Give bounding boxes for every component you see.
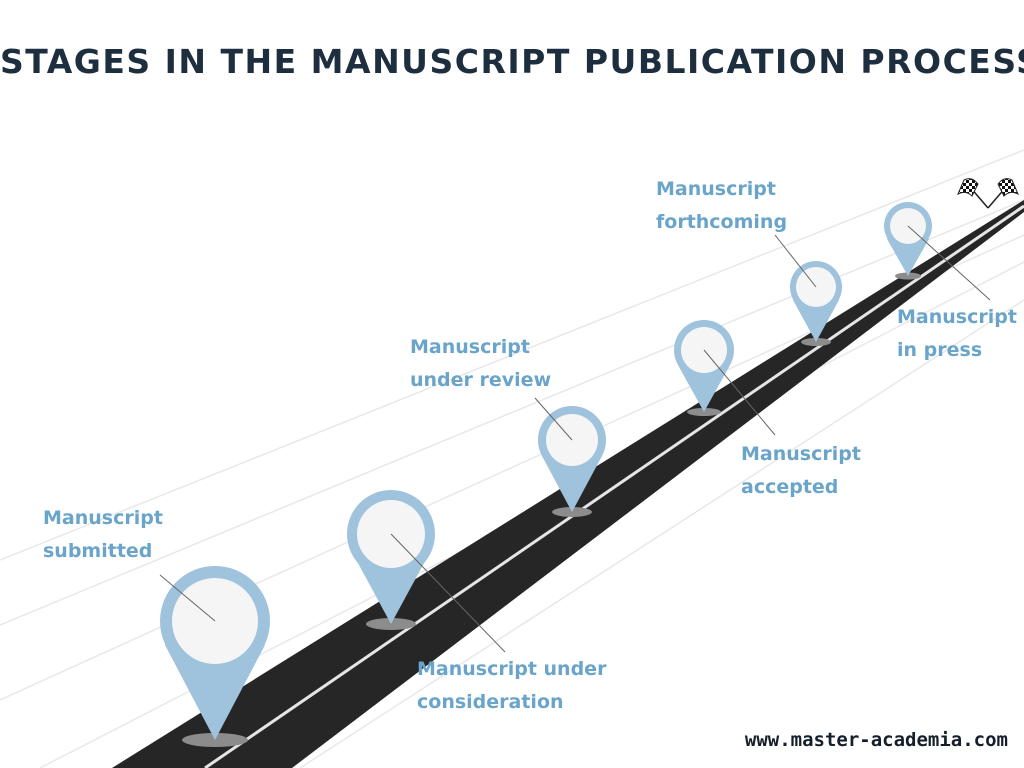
stage-label-line: Manuscript <box>741 443 861 465</box>
checkered-flags-icon <box>957 178 1019 209</box>
stage-label-line: Manuscript under <box>417 658 607 680</box>
stage-label-accepted: Manuscript accepted <box>741 438 861 504</box>
website-link[interactable]: www.master-academia.com <box>744 729 1008 751</box>
stage-label-under-consideration: Manuscript under consideration <box>417 653 606 719</box>
stage-pin-under-consideration <box>347 490 506 653</box>
stage-label-line: Manuscript <box>43 507 163 529</box>
page-title: STAGES IN THE MANUSCRIPT PUBLICATION PRO… <box>0 42 1024 81</box>
stage-label-line: submitted <box>43 540 153 562</box>
stage-label-line: consideration <box>417 691 564 713</box>
stage-label-line: forthcoming <box>656 211 788 233</box>
stage-label-submitted: Manuscript submitted <box>43 502 163 568</box>
stage-pin-under-review <box>534 397 606 517</box>
stage-label-forthcoming: Manuscript forthcoming <box>656 173 787 239</box>
stage-pin-accepted <box>674 320 776 436</box>
stage-label-line: in press <box>897 339 983 361</box>
road-center-line <box>204 204 1024 768</box>
stage-label-line: under review <box>410 369 552 391</box>
stage-label-line: accepted <box>741 476 839 498</box>
stage-label-in-press: Manuscript in press <box>897 301 1017 367</box>
stage-pin-forthcoming <box>774 234 842 346</box>
stage-label-line: Manuscript <box>897 306 1017 328</box>
stage-label-line: Manuscript <box>656 178 776 200</box>
stage-pin-in-press <box>884 202 991 301</box>
stage-label-line: Manuscript <box>410 336 530 358</box>
stage-label-under-review: Manuscript under review <box>410 331 551 397</box>
stage-pin-submitted <box>159 566 270 747</box>
